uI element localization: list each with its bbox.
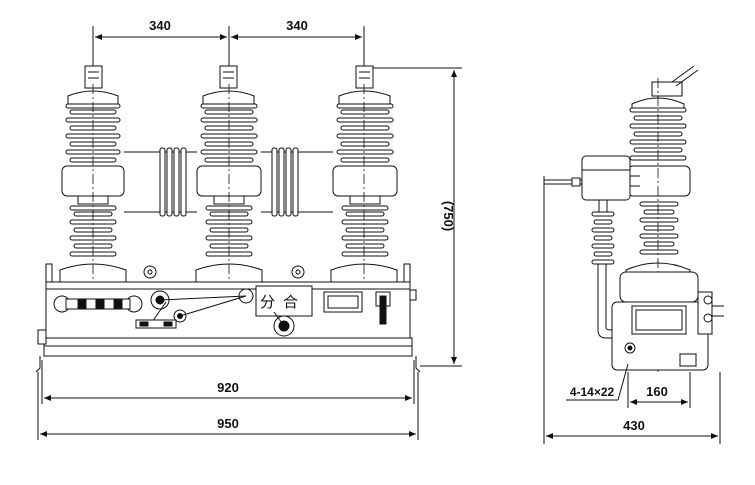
overall-depth-label: 430 <box>623 418 645 433</box>
pitch-right-label: 340 <box>286 18 308 33</box>
front-view <box>35 26 462 440</box>
overall-width-label: 950 <box>217 416 239 431</box>
mount-width-label: 920 <box>217 380 239 395</box>
pole-right <box>330 65 398 356</box>
side-view <box>543 65 724 444</box>
height-dimension <box>372 67 462 367</box>
width-dimensions <box>37 360 419 440</box>
mounting-hole-label: 4-14×22 <box>570 385 615 399</box>
pitch-left-label: 340 <box>149 18 171 33</box>
pitch-dimension <box>92 26 365 70</box>
close-indicator-label: 合 <box>283 293 298 311</box>
phase-bellows <box>124 147 333 217</box>
pole-left <box>59 65 127 356</box>
height-label: (750) <box>441 201 456 231</box>
mechanism-box <box>35 263 421 373</box>
mount-depth-label: 160 <box>646 384 668 399</box>
open-indicator-label: 分 <box>260 293 275 311</box>
pole-middle <box>195 65 263 356</box>
